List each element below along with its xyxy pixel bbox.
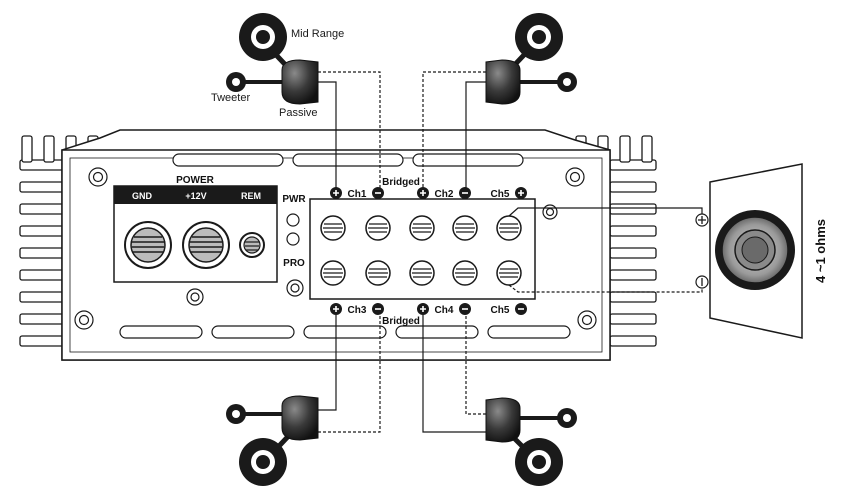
pwr-label: PWR — [282, 194, 306, 205]
passive-crossover-icon — [485, 397, 521, 443]
wire-ch4-negative — [465, 315, 486, 415]
passive-crossover-icon — [281, 59, 319, 105]
speaker-terminals-top-row[interactable] — [320, 215, 522, 241]
ch1-label: Ch1 — [348, 189, 367, 200]
vent-slots — [119, 153, 571, 339]
subwoofer-box: 4 ~1 ohms — [695, 163, 828, 339]
speaker-terminal-block — [309, 198, 536, 300]
speaker-set-bottom-right — [485, 397, 577, 486]
wire-ch3-positive — [318, 315, 337, 411]
ch4-label: Ch4 — [435, 305, 454, 316]
channel-labels-top: Ch1 Ch2 Ch5 Bridged — [330, 177, 527, 200]
wire-ch5-positive — [508, 207, 703, 218]
rem-label: REM — [241, 191, 261, 201]
passive-crossover-icon — [485, 59, 521, 105]
rem-terminal[interactable] — [239, 232, 265, 258]
power-header-bar — [114, 186, 277, 204]
plus12v-terminal[interactable] — [182, 221, 230, 269]
passive-label: Passive — [279, 107, 318, 119]
power-section: POWER GND +12V REM — [113, 175, 306, 283]
wire-ch1-negative — [318, 71, 381, 190]
impedance-label: 4 ~1 ohms — [813, 219, 828, 283]
tweeter-label: Tweeter — [211, 92, 250, 104]
passive-crossover-icon — [281, 395, 319, 441]
wire-ch3-negative — [318, 315, 381, 433]
channel-labels-bottom: Ch3 Ch4 Ch5 Bridged — [330, 303, 527, 327]
wire-ch5-negative — [508, 284, 703, 293]
speaker-set-bottom-left — [226, 395, 319, 486]
pro-led — [286, 232, 300, 246]
wire-ch2-negative — [422, 71, 486, 190]
wire-ch2-positive — [465, 81, 486, 190]
speaker-set-top-left: Mid Range Tweeter Passive — [211, 13, 344, 119]
ch2-label: Ch2 — [435, 189, 454, 200]
wire-ch1-positive — [318, 81, 337, 190]
mid-range-label: Mid Range — [291, 28, 344, 40]
speaker-set-top-right — [485, 13, 577, 105]
wire-ch4-positive — [422, 315, 486, 433]
pwr-led — [286, 213, 300, 227]
gnd-label: GND — [132, 191, 153, 201]
bridged-top-label: Bridged — [382, 177, 420, 188]
plus12v-label: +12V — [185, 191, 206, 201]
pro-label: PRO — [283, 258, 305, 269]
wires — [318, 71, 703, 433]
speaker-terminals-bottom-row[interactable] — [320, 260, 522, 286]
power-label: POWER — [176, 175, 215, 186]
gnd-terminal[interactable] — [124, 221, 172, 269]
bridged-bottom-label: Bridged — [382, 316, 420, 327]
ch5-top-label: Ch5 — [491, 189, 510, 200]
ch5-bottom-label: Ch5 — [491, 305, 510, 316]
ch3-label: Ch3 — [348, 305, 367, 316]
